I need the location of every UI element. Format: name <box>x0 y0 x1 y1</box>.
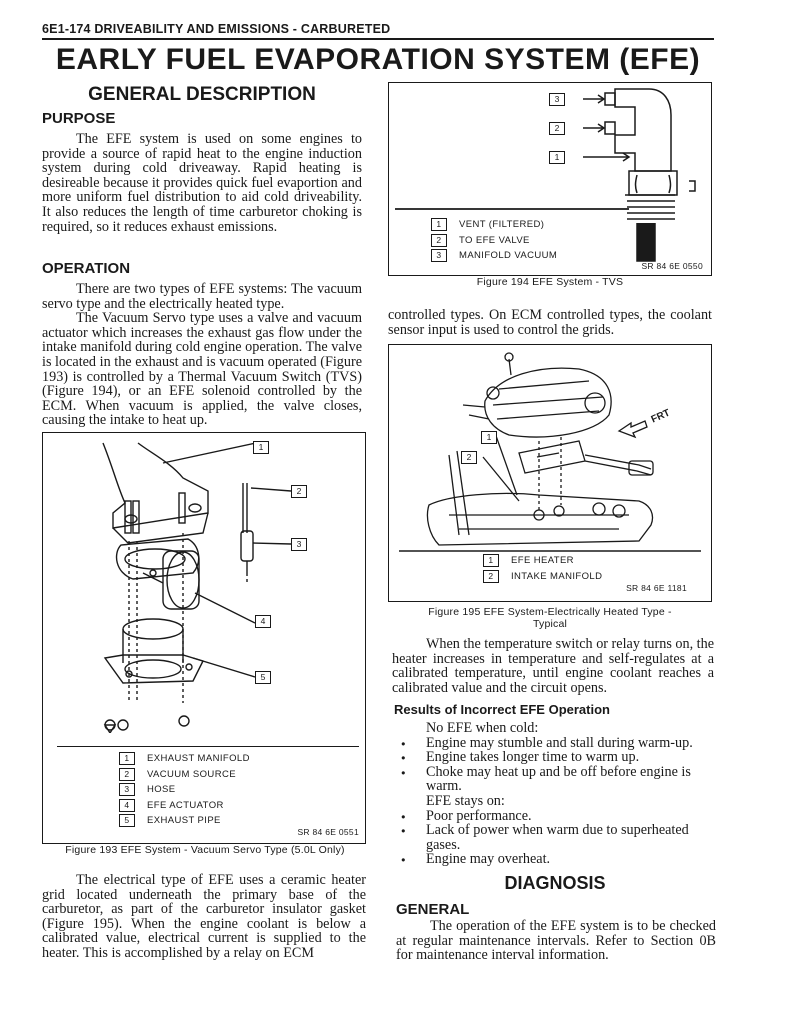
legend-label: EFE ACTUATOR <box>147 799 224 811</box>
operation-text: There are two types of EFE systems: The … <box>42 282 362 428</box>
fig195-legend-row: 2 INTAKE MANIFOLD <box>483 569 602 585</box>
operation-paragraph-3-continued: controlled types. On ECM controlled type… <box>388 307 712 338</box>
electric-type-text: The electrical type of EFE uses a cerami… <box>42 873 366 961</box>
fig194-ref-code: SR 84 6E 0550 <box>641 261 703 271</box>
fig193-legend-row: 3 HOSE <box>119 782 250 798</box>
fig193-callout-2: 2 <box>291 485 307 498</box>
legend-label: INTAKE MANIFOLD <box>511 570 603 582</box>
fig195-caption-line2: Typical <box>532 618 568 630</box>
list-item: Engine may stumble and stall during warm… <box>396 735 716 750</box>
list-item: Engine may overheat. <box>396 852 716 867</box>
fig193-legend-row: 4 EFE ACTUATOR <box>119 798 250 814</box>
legend-number: 1 <box>431 218 447 232</box>
fig194-legend-row: 1 VENT (FILTERED) <box>431 217 557 233</box>
fig193-callout-5: 5 <box>255 671 271 684</box>
operation-paragraph-2: The Vacuum Servo type uses a valve and v… <box>42 310 362 429</box>
fig194-legend-row: 2 TO EFE VALVE <box>431 233 557 249</box>
fig193-ref-code: SR 84 6E 0551 <box>297 827 359 837</box>
fig195-caption: Figure 195 EFE System-Electrically Heate… <box>388 606 712 630</box>
fig193-callout-3: 3 <box>291 538 307 551</box>
fig195-callout-1: 1 <box>481 431 497 444</box>
fig193-legend-rule <box>57 746 359 748</box>
figure-195-illustration <box>399 352 701 552</box>
legend-label: EXHAUST MANIFOLD <box>147 753 250 765</box>
fig195-caption-line1: Figure 195 EFE System-Electrically Heate… <box>428 606 672 618</box>
continued-text: controlled types. On ECM controlled type… <box>388 308 712 337</box>
fig194-legend-row: 3 MANIFOLD VACUUM <box>431 248 557 264</box>
fig194-callout-1: 1 <box>549 151 565 164</box>
fig195-ref-code: SR 84 6E 1181 <box>626 583 687 593</box>
legend-label: HOSE <box>147 784 176 796</box>
fig193-legend: 1 EXHAUST MANIFOLD 2 VACUUM SOURCE 3 HOSE 4… <box>119 751 250 829</box>
legend-number: 5 <box>119 814 135 828</box>
fig194-callout-2: 2 <box>549 122 565 135</box>
legend-label: VENT (FILTERED) <box>459 219 545 231</box>
operation-paragraph-1: There are two types of EFE systems: The … <box>42 281 362 312</box>
header-rule <box>42 38 714 40</box>
figure-194-illustration <box>395 88 696 262</box>
fig194-caption: Figure 194 EFE System - TVS <box>476 276 624 288</box>
legend-number: 1 <box>483 554 499 568</box>
list-item: Choke may heat up and be off before engi… <box>396 764 716 794</box>
general-description-heading: GENERAL DESCRIPTION <box>88 84 316 105</box>
list-item: Poor performance. <box>396 808 716 823</box>
legend-label: TO EFE VALVE <box>459 234 530 246</box>
legend-number: 2 <box>431 233 447 247</box>
fig195-legend: 1 EFE HEATER 2 INTAKE MANIFOLD <box>483 553 602 584</box>
incorrect-operation-heading: Results of Incorrect EFE Operation <box>394 702 610 717</box>
legend-label: MANIFOLD VACUUM <box>459 250 558 262</box>
fig194-legend: 1 VENT (FILTERED) 2 TO EFE VALVE 3 MANIFOLD… <box>431 217 557 264</box>
legend-number: 1 <box>119 752 135 766</box>
list-item: Lack of power when warm due to superheat… <box>396 823 716 852</box>
diagnosis-paragraph: The operation of the EFE system is to be… <box>396 918 716 964</box>
legend-label: VACUUM SOURCE <box>147 768 236 780</box>
page-title: EARLY FUEL EVAPORATION SYSTEM (EFE) <box>55 43 701 76</box>
fig195-callout-2: 2 <box>461 451 477 464</box>
relay-text: When the temperature switch or relay tur… <box>392 637 714 695</box>
fig193-callout-4: 4 <box>255 615 271 628</box>
fig193-legend-row: 2 VACUUM SOURCE <box>119 767 250 783</box>
diagnosis-heading: DIAGNOSIS <box>504 873 606 893</box>
fig193-callout-1: 1 <box>253 441 269 454</box>
fig193-caption: Figure 193 EFE System - Vacuum Servo Typ… <box>65 844 345 856</box>
fig195-legend-row: 1 EFE HEATER <box>483 553 602 569</box>
legend-label: EFE HEATER <box>511 555 574 567</box>
figure-193-illustration <box>102 442 292 733</box>
fig194-callout-3: 3 <box>549 93 565 106</box>
legend-number: 4 <box>119 798 135 812</box>
legend-number: 2 <box>119 767 135 781</box>
operation-paragraph-3: The electrical type of EFE uses a cerami… <box>42 872 366 961</box>
purpose-text: The EFE system is used on some engines t… <box>42 132 362 234</box>
legend-number: 3 <box>119 783 135 797</box>
general-heading: GENERAL <box>396 901 470 918</box>
legend-label: EXHAUST PIPE <box>147 815 221 827</box>
purpose-heading: PURPOSE <box>42 110 116 127</box>
purpose-paragraph: The EFE system is used on some engines t… <box>42 131 362 235</box>
list-item: Engine takes longer time to warm up. <box>396 750 716 765</box>
legend-number: 3 <box>431 249 447 263</box>
legend-number: 2 <box>483 569 499 583</box>
efe-stays-on-heading: EFE stays on: <box>426 792 505 809</box>
running-head: 6E1-174 DRIVEABILITY AND EMISSIONS - CAR… <box>42 22 391 36</box>
incorrect-operation-list: No EFE when cold: Engine may stumble and… <box>396 720 716 868</box>
fig193-legend-row: 5 EXHAUST PIPE <box>119 813 250 829</box>
diagnosis-text: The operation of the EFE system is to be… <box>396 919 716 963</box>
operation-heading: OPERATION <box>42 260 131 277</box>
no-efe-cold-heading: No EFE when cold: <box>426 720 539 736</box>
relay-paragraph: When the temperature switch or relay tur… <box>392 636 714 696</box>
fig193-legend-row: 1 EXHAUST MANIFOLD <box>119 751 250 767</box>
